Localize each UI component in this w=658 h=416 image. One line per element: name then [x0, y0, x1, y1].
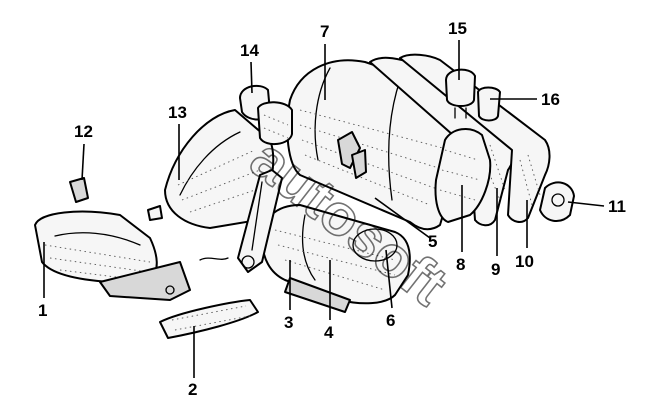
callout-label: 13 [168, 103, 187, 122]
callout-label: 1 [38, 301, 47, 320]
callout-label: 2 [188, 380, 197, 399]
leader-line [567, 201, 605, 207]
leader-line [374, 197, 431, 239]
seat-belt-buckle [337, 131, 367, 179]
callout-label: 12 [74, 122, 93, 141]
callout-label: 3 [284, 313, 293, 332]
rear-headrest [445, 68, 476, 119]
callout-label: 9 [491, 260, 500, 279]
callout-label: 11 [608, 197, 626, 216]
leader-line [81, 143, 85, 181]
rear-backrest-outer-panel [399, 53, 551, 223]
rear-headrest-right [477, 86, 501, 122]
callout-label: 5 [428, 232, 437, 251]
callout-label: 14 [240, 41, 259, 60]
front-headrest [239, 84, 293, 146]
callout-label: 8 [456, 255, 465, 274]
callout-label: 7 [320, 22, 329, 41]
backrest-side-bolster [434, 128, 492, 223]
seat-frame-bracket [199, 169, 283, 273]
callout-label: 4 [324, 323, 334, 342]
seat-side-cover [539, 181, 575, 222]
callout-label: 6 [386, 311, 395, 330]
leader-line [385, 249, 393, 309]
callout-label: 15 [448, 19, 467, 38]
rear-seat-cushion [261, 204, 411, 313]
callout-labels: 1 2 3 4 5 6 7 8 9 10 11 12 13 14 15 16 [38, 19, 626, 399]
leader-lines [43, 40, 605, 378]
callout-label: 16 [541, 90, 560, 109]
leader-line [250, 61, 253, 94]
front-seat-cushion [34, 210, 191, 301]
cushion-trim-strip [159, 299, 259, 339]
callout-label: 10 [515, 252, 534, 271]
seat-adjuster-knob [69, 177, 89, 203]
